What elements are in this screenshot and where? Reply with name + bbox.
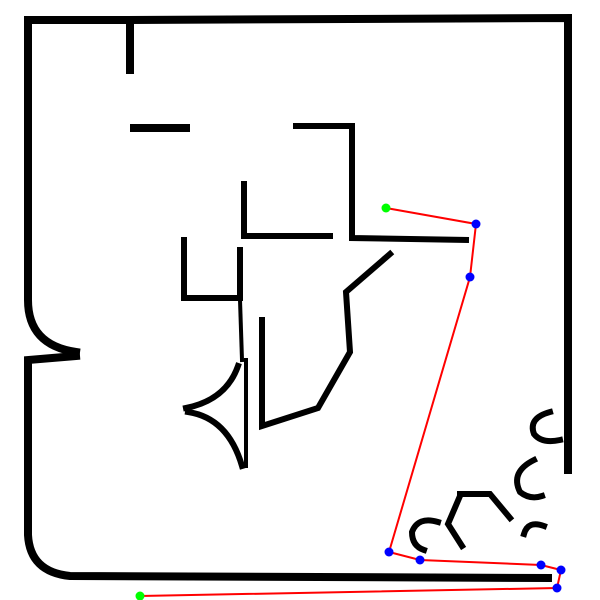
arc-obstacle-4 [444, 492, 467, 551]
route-nodes [135, 203, 566, 600]
route-waypoint-marker [384, 547, 394, 557]
arc-obstacle-5 [408, 517, 442, 554]
route-end-marker [135, 591, 145, 600]
route-layer [135, 203, 566, 600]
jagged-wall [259, 249, 395, 431]
curved-obstacle-lower [184, 408, 246, 470]
outer-wall-top-left [24, 16, 134, 357]
route-waypoint-marker [536, 560, 546, 570]
route-waypoint-marker [471, 219, 481, 229]
arc-obstacle-2 [514, 455, 546, 501]
inner-wall-upper-right [293, 123, 470, 244]
wall-layer [24, 13, 572, 583]
route-waypoint-marker [465, 272, 475, 282]
arc-obstacle-6 [520, 521, 548, 538]
inner-wall-center [241, 181, 333, 239]
inner-wall-vertical [237, 297, 245, 363]
arc-obstacle-3 [457, 491, 515, 523]
outer-wall [126, 13, 572, 474]
route-waypoint-marker [552, 583, 562, 593]
outer-wall-left-lower [24, 351, 553, 583]
inner-wall-center-lower [181, 237, 243, 301]
route-waypoint-marker [556, 565, 566, 575]
arc-obstacle-1 [529, 408, 564, 445]
route-start-marker [381, 203, 391, 213]
curved-obstacle [182, 362, 242, 412]
route-waypoint-marker [415, 555, 425, 565]
